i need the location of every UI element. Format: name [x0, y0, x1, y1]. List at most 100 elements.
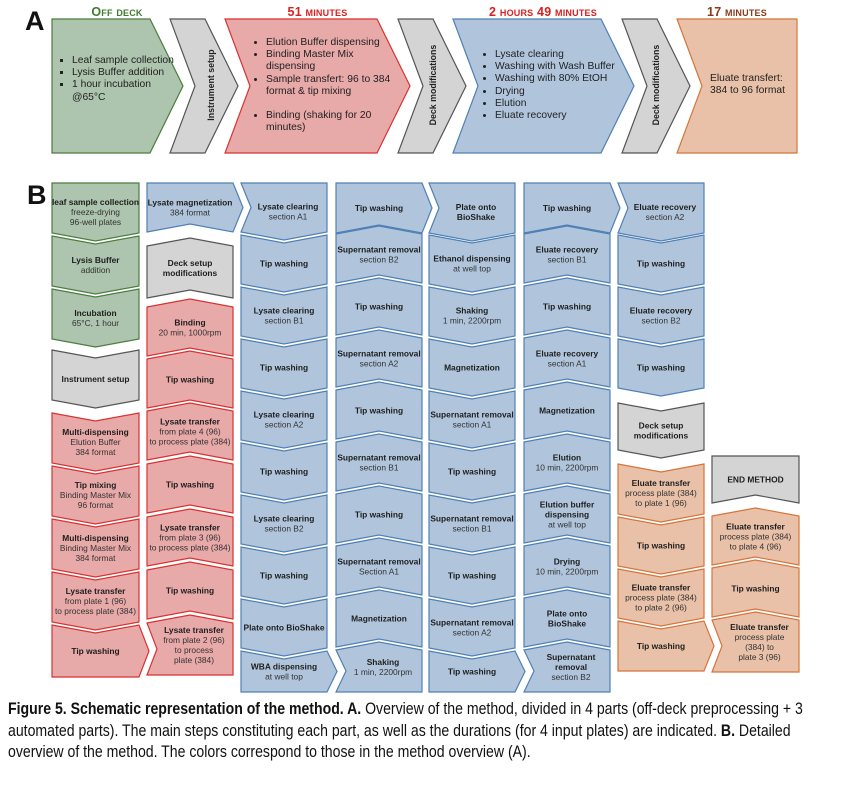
- method-diagram: leaf sample collectionfreeze-drying96-we…: [51, 18, 800, 693]
- step-shape-blue: [335, 537, 423, 596]
- step-detail: addition: [81, 265, 111, 275]
- step-shape-blue: [617, 234, 705, 293]
- step-line: 384 to 96 format: [710, 85, 785, 97]
- step-detail: to process: [175, 645, 214, 655]
- overview-chevrons: [51, 18, 798, 154]
- flow-step: Magnetization: [428, 338, 516, 397]
- step-shape-blue: [617, 338, 705, 397]
- step-title: Lysate transfer: [66, 586, 126, 596]
- flow-step: Tip washing: [146, 561, 234, 620]
- step-detail: to plate 4 (96): [730, 542, 782, 552]
- step-title: Deck setup: [168, 258, 213, 268]
- step-shape-blue: [428, 338, 516, 397]
- step-shape-red: [51, 571, 140, 631]
- step: Washing with 80% EtOH: [495, 73, 631, 85]
- step-title: Incubation: [74, 308, 116, 318]
- part3-chevron: [676, 18, 798, 154]
- step: 1 hour incubation @65°C: [72, 79, 180, 103]
- step-title: WBA dispensing: [251, 662, 317, 672]
- step: Lysis Buffer addition: [72, 67, 180, 79]
- flow-step: Tip washing: [523, 277, 611, 336]
- header-off-deck: Off deck: [91, 5, 143, 19]
- step-detail: 384 format: [170, 208, 211, 218]
- step-title: Plate onto: [456, 202, 496, 212]
- step-title: Tip washing: [166, 375, 214, 385]
- flow-step: Tip washing: [146, 455, 234, 514]
- step-title: Tip washing: [448, 571, 496, 581]
- step-title: Binding: [174, 318, 205, 328]
- step-shape-blue: [428, 546, 516, 605]
- step-shape-blue: [335, 589, 423, 648]
- step-title: Tip washing: [260, 259, 308, 269]
- step-title: Supernatant removal: [337, 453, 420, 463]
- step-shape-blue: [146, 182, 244, 233]
- step-shape-blue: [428, 286, 516, 345]
- step-title: Tip washing: [637, 541, 685, 551]
- step-title: Tip washing: [448, 667, 496, 677]
- step-title: Shaking: [367, 657, 400, 667]
- step-shape-blue: [523, 182, 621, 234]
- step-title: Eluate recovery: [634, 202, 697, 212]
- step-shape-blue: [523, 225, 611, 284]
- step-detail: freeze-drying: [71, 207, 120, 217]
- flow-step: Tip washing: [335, 381, 423, 440]
- deck-modifications-chevron: [397, 18, 467, 154]
- step-title: Ethanol dispensing: [433, 254, 510, 264]
- step-detail: process plate: [735, 632, 785, 642]
- step-title: modifications: [163, 268, 218, 278]
- step-title: Tip washing: [260, 467, 308, 477]
- step: Leaf sample collection: [72, 55, 180, 67]
- step-shape-blue: [523, 381, 611, 440]
- step-shape-blue: [240, 390, 328, 449]
- step-detail: from plate 1 (96): [65, 596, 127, 606]
- step-title: Supernatant removal: [337, 349, 420, 359]
- step-title: Supernatant removal: [337, 245, 420, 255]
- part2-steps: Lysate clearing Washing with Wash Buffer…: [481, 49, 631, 122]
- step-detail: to process plate (384): [149, 437, 230, 447]
- step-title: Supernatant removal: [337, 557, 420, 567]
- deck-modifications-label: Deck modifications: [428, 44, 438, 126]
- step-title: Multi-dispensing: [62, 427, 129, 437]
- step-detail: at well top: [453, 264, 491, 274]
- step-title: Multi-dispensing: [62, 533, 129, 543]
- step-line: Eluate transfert:: [710, 73, 783, 84]
- step-title: Tip washing: [355, 302, 403, 312]
- step-shape-orange: [711, 559, 800, 618]
- step-shape-orange: [617, 568, 705, 627]
- step-shape-red: [51, 412, 140, 472]
- step-title: END METHOD: [727, 475, 783, 485]
- step-detail: section B1: [452, 524, 491, 534]
- step-detail: section B1: [359, 463, 398, 473]
- step-detail: section A1: [453, 420, 492, 430]
- step-shape-gray: [617, 402, 705, 459]
- step-detail: process plate (384): [625, 488, 697, 498]
- step-detail: Binding Master Mix: [60, 490, 132, 500]
- step-detail: plate 3 (96): [738, 652, 781, 662]
- step-shape-blue: [523, 277, 611, 336]
- step-shape-red: [51, 518, 140, 578]
- step-title: Lysate clearing: [258, 202, 319, 212]
- caption-title: Figure 5. Schematic representation of th…: [8, 700, 362, 718]
- step-title: Magnetization: [351, 614, 407, 624]
- step-shape-blue: [335, 381, 423, 440]
- deck-modifications-chevron: [621, 18, 691, 154]
- step-shape-blue: [523, 485, 611, 544]
- step-detail: process plate (384): [720, 532, 792, 542]
- step-title: Plate onto BioShake: [244, 623, 325, 633]
- step-title: Lysate transfer: [160, 523, 220, 533]
